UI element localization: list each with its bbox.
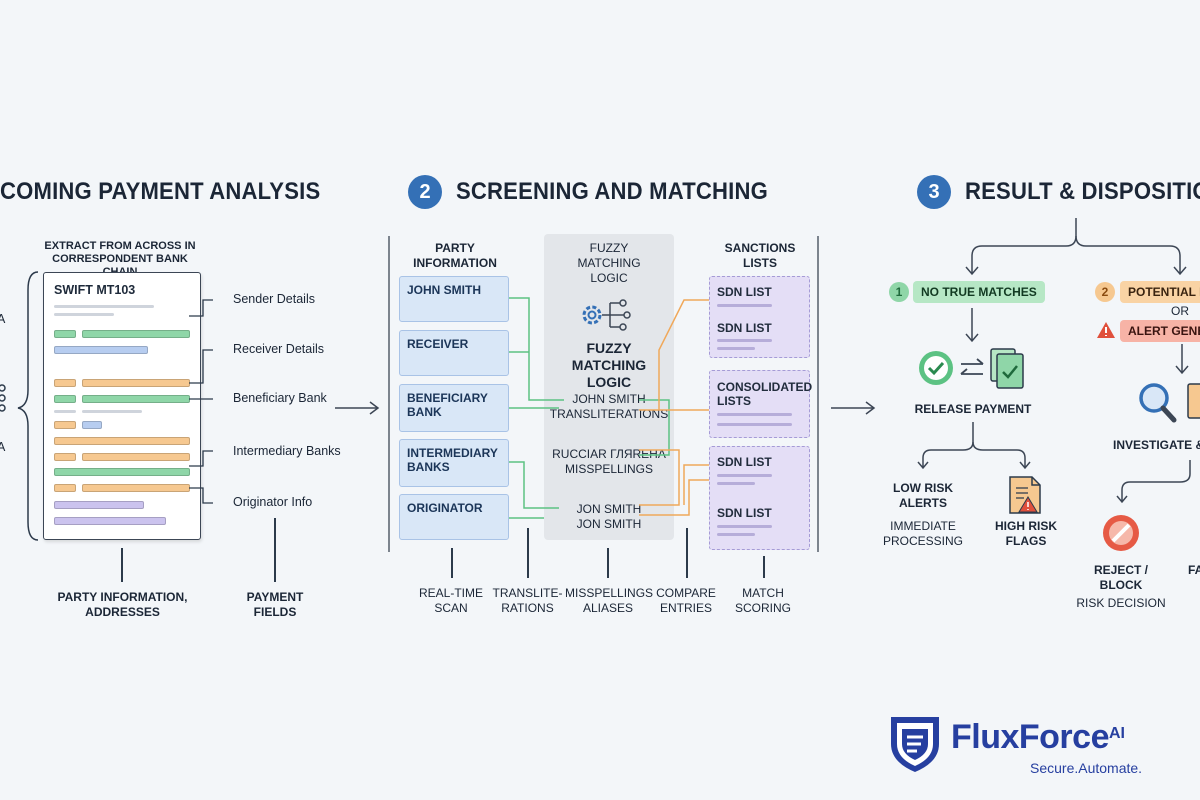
high-risk-flags-label: HIGH RISK FLAGS — [994, 519, 1057, 548]
label-payment-fields: PAYMENT FIELDS — [246, 590, 304, 619]
section-title-result: RESULT & DISPOSITION — [965, 178, 1200, 205]
label-party-information: PARTY INFORMATION, ADDRESSES — [57, 590, 188, 619]
fuzzy-item-main: JON SMITH — [576, 502, 642, 516]
field-sender-details: Sender Details — [233, 292, 315, 306]
sanctions-lists-header: SANCTIONS LISTS — [724, 241, 796, 270]
tick — [121, 548, 123, 582]
branch-number-badge: 2 — [1095, 282, 1115, 302]
edge-letter-a: A — [0, 440, 6, 454]
label-transliterations: TRANSLITE-RATIONS — [492, 586, 563, 615]
gear-network-icon — [582, 299, 631, 331]
label-misspellings-aliases: MISSPELLINGS ALIASES — [565, 586, 654, 615]
sdn-list-group: SDN LIST SDN LIST — [709, 276, 810, 358]
edge-node-icon — [0, 384, 6, 412]
magnifier-icon — [1139, 383, 1200, 423]
section-title-screening: SCREENING AND MATCHING — [456, 178, 768, 205]
consolidated-lists-title: CONSOLIDATED LISTS — [717, 380, 813, 408]
potential-match-pill: POTENTIAL M — [1120, 281, 1200, 303]
party-receiver: RECEIVER — [399, 330, 509, 376]
party-intermediary-banks: INTERMEDIARY BANKS — [399, 439, 509, 487]
fuzzy-item-sub: JON SMITH — [576, 517, 642, 531]
sdn-list-group: SDN LIST SDN LIST — [709, 446, 810, 550]
fuzzy-item-sub: TRANSLITERATIONS — [549, 407, 669, 421]
field-originator-info: Originator Info — [233, 495, 313, 509]
field-receiver-details: Receiver Details — [233, 342, 325, 356]
check-documents-icon — [919, 348, 1024, 389]
fuzzy-item-sub: MISSPELLINGS — [564, 462, 654, 476]
investigate-branch-connectors — [1116, 460, 1191, 504]
sdn-list-title: SDN LIST — [717, 455, 772, 469]
field-beneficiary-bank: Beneficiary Bank — [233, 391, 327, 405]
label-compare-entries: COMPARE ENTRIES — [656, 586, 716, 615]
arrow-down-icon — [965, 308, 979, 343]
fuzzy-matching-panel — [544, 234, 674, 540]
risk-decision-label: RISK DECISION — [1076, 596, 1166, 610]
step-number-badge: 3 — [917, 175, 951, 209]
block-icon — [1103, 515, 1139, 551]
alert-generated-pill: ALERT GENE — [1120, 320, 1200, 342]
bracket — [17, 271, 39, 541]
sdn-list-title: SDN LIST — [717, 321, 772, 335]
arrow-down-icon — [1175, 344, 1189, 375]
doc-title: SWIFT MT103 — [54, 283, 136, 297]
brand-tagline: Secure.Automate. — [1030, 760, 1143, 776]
document-alert-icon — [1009, 476, 1041, 514]
field-connectors — [189, 299, 213, 504]
reject-block-label: REJECT / BLOCK — [1093, 563, 1148, 592]
branch-number-badge: 1 — [889, 282, 909, 302]
no-true-matches-pill: NO TRUE MATCHES — [913, 281, 1045, 303]
consolidated-lists-group: CONSOLIDATED LISTS — [709, 370, 813, 438]
branch-connectors — [965, 218, 1187, 276]
brand-name: FluxForce — [951, 718, 1109, 756]
label-real-time-scan: REAL-TIME SCAN — [418, 586, 483, 615]
sdn-list-title: SDN LIST — [717, 285, 772, 299]
cut-off-label: FA — [1188, 563, 1200, 577]
investigate-label: INVESTIGATE & — [1113, 438, 1200, 452]
party-john-smith: JOHN SMITH — [399, 276, 509, 322]
release-payment-label: RELEASE PAYMENT — [914, 402, 1032, 416]
warning-icon — [1097, 322, 1115, 338]
party-originator: ORIGINATOR — [399, 494, 509, 540]
label-match-scoring: MATCH SCORING — [734, 586, 791, 615]
edge-letter-a: A — [0, 312, 6, 326]
match-connectors — [509, 297, 709, 519]
fuzzy-title: FUZZY MATCHING LOGIC — [571, 340, 647, 390]
swift-mt103-document: SWIFT MT103 — [43, 272, 201, 540]
or-label: OR — [1171, 304, 1189, 318]
fuzzy-item-main: RUCCIAR ГЛЯRЕНА — [552, 447, 666, 461]
brand-suffix: AI — [1108, 724, 1125, 742]
step-number-badge: 2 — [408, 175, 442, 209]
brand-wordmark: FluxForceAI — [951, 718, 1125, 757]
field-intermediary-banks: Intermediary Banks — [233, 444, 341, 458]
fuzzy-header: FUZZY MATCHING LOGIC — [577, 241, 641, 285]
section-title-analysis: COMING PAYMENT ANALYSIS — [0, 178, 321, 205]
fuzzy-item-main: JOHN SMITH — [572, 392, 646, 406]
party-beneficiary-bank: BENEFICIARY BANK — [399, 384, 509, 432]
screening-frame — [388, 236, 819, 552]
low-risk-alerts-label: LOW RISK ALERTS — [893, 481, 953, 510]
arrow-right-icon — [831, 401, 876, 415]
arrow-right-icon — [335, 401, 380, 415]
tick — [274, 518, 276, 582]
release-branch-connectors — [917, 422, 1031, 470]
shield-logo-icon — [891, 717, 939, 772]
party-information-header: PARTY INFORMATION — [413, 241, 497, 270]
sdn-list-title: SDN LIST — [717, 506, 772, 520]
immediate-processing-label: IMMEDIATE PROCESSING — [882, 519, 963, 548]
